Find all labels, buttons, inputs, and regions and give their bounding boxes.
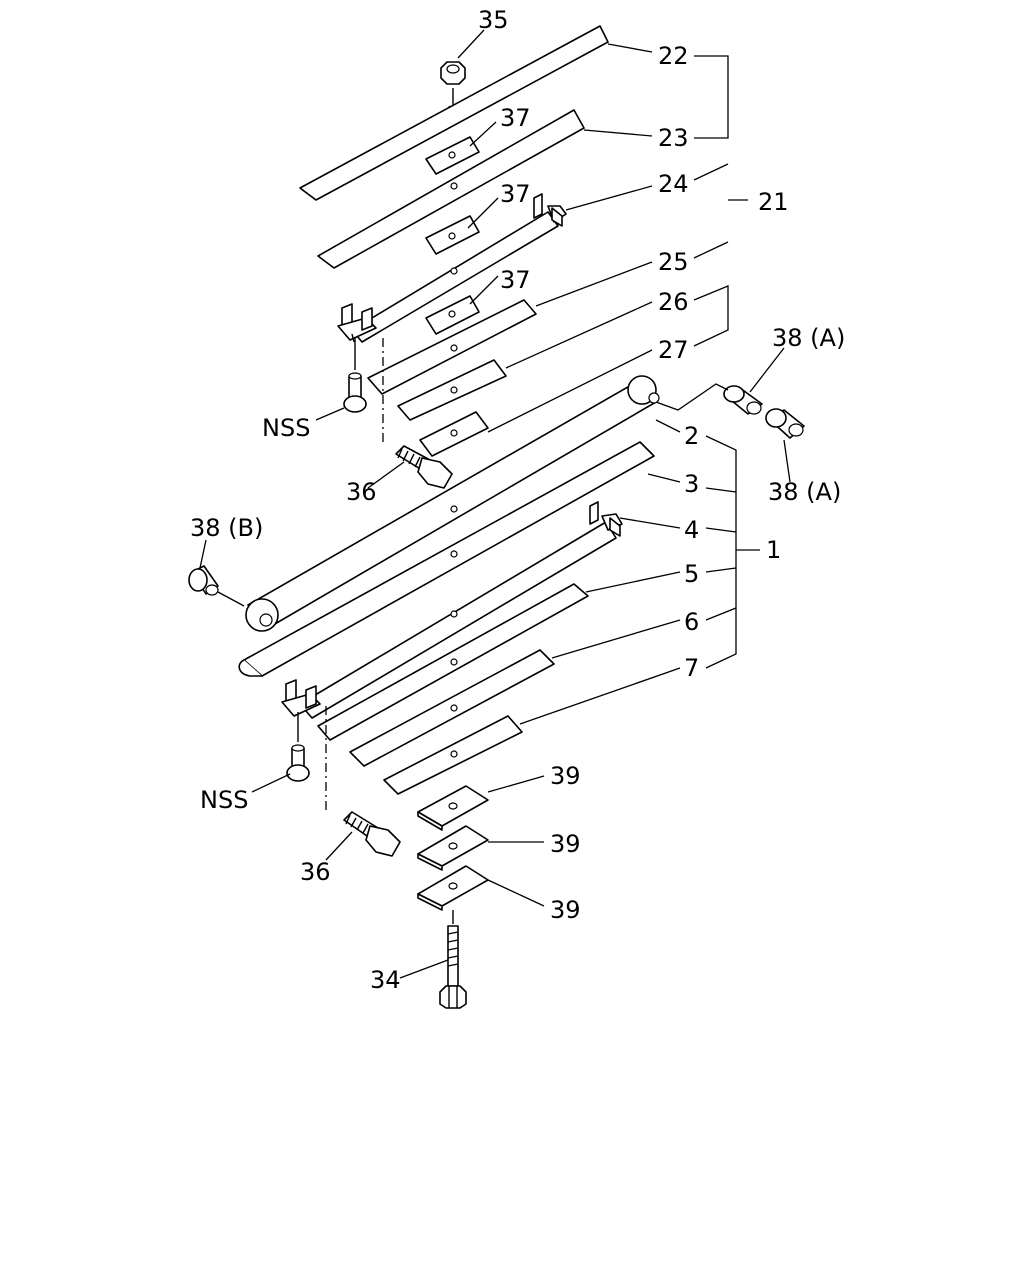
leaf-5	[317, 583, 589, 741]
label-37-a: 37	[500, 104, 531, 132]
label-6: 6	[684, 608, 699, 636]
bolt-36-bottom	[343, 811, 401, 857]
leaf-2	[245, 375, 660, 632]
nss-pin-top	[343, 338, 367, 413]
label-21: 21	[758, 188, 789, 216]
label-37-b: 37	[500, 180, 531, 208]
spacer-39-b	[417, 825, 489, 871]
leaf-23	[317, 109, 585, 269]
spacer-39-c	[417, 865, 489, 911]
nss-pin-bottom	[286, 712, 310, 782]
label-nss-top: NSS	[262, 414, 310, 442]
label-34: 34	[370, 966, 401, 994]
bushing-38a-1	[655, 383, 763, 415]
label-3: 3	[684, 470, 699, 498]
label-39-b: 39	[550, 830, 581, 858]
label-37-c: 37	[500, 266, 531, 294]
leaf-7	[383, 715, 523, 795]
label-39-a: 39	[550, 762, 581, 790]
main-spring-assembly	[188, 375, 805, 1009]
helper-spring-assembly	[299, 25, 609, 489]
label-23: 23	[658, 124, 689, 152]
bushing-38b	[188, 565, 245, 607]
label-5: 5	[684, 560, 699, 588]
leaf-26	[397, 359, 507, 421]
leaf-25	[367, 295, 537, 395]
label-26: 26	[658, 288, 689, 316]
label-22: 22	[658, 42, 689, 70]
leader-lines	[199, 29, 791, 979]
label-nss-bottom: NSS	[200, 786, 248, 814]
label-2: 2	[684, 422, 699, 450]
bolt-36-top	[395, 445, 453, 489]
label-38b: 38 (B)	[190, 514, 263, 542]
leaf-6	[349, 649, 555, 767]
leaf-22	[299, 25, 609, 201]
label-36-bottom: 36	[300, 858, 331, 886]
spacer-39-a	[417, 785, 489, 831]
label-38a-top: 38 (A)	[772, 324, 845, 352]
label-7: 7	[684, 654, 699, 682]
label-35: 35	[478, 6, 509, 34]
nut-35	[440, 61, 466, 116]
leaf-24	[337, 193, 567, 343]
leaf-27	[419, 411, 489, 457]
label-25: 25	[658, 248, 689, 276]
label-1: 1	[766, 536, 781, 564]
callout-labels: 35 22 23 24 25 26 27 21 37 37 37 38 (A) …	[190, 6, 845, 994]
bushing-38a-2	[765, 408, 805, 439]
leaf-4	[281, 501, 623, 719]
label-24: 24	[658, 170, 689, 198]
leaf-3	[238, 441, 655, 677]
label-39-c: 39	[550, 896, 581, 924]
label-27: 27	[658, 336, 689, 364]
label-36-top: 36	[346, 478, 377, 506]
center-bolt-34	[439, 910, 467, 1009]
label-4: 4	[684, 516, 699, 544]
label-38a-bottom: 38 (A)	[768, 478, 841, 506]
